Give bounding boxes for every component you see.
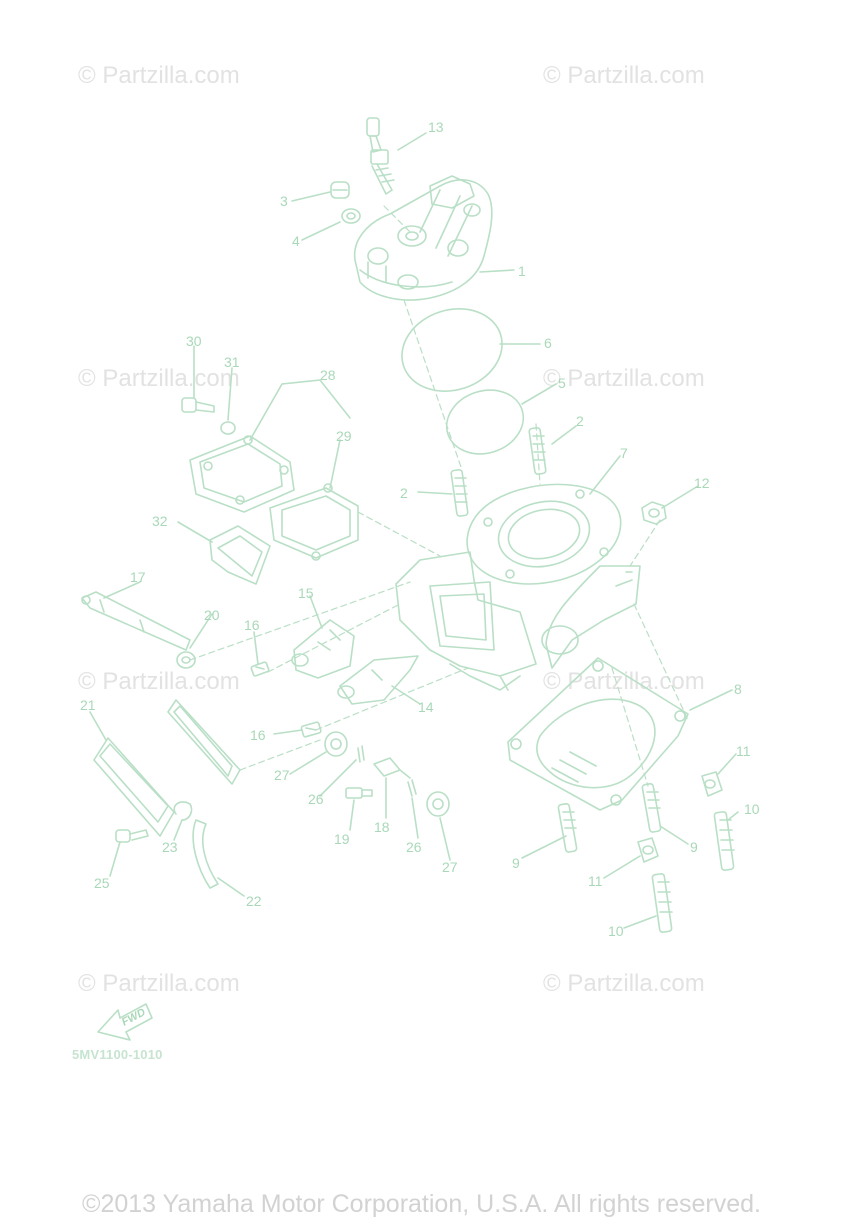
collar-part [324,731,348,757]
watermark: © Partzilla.com [78,970,240,997]
callout-27: 27 [442,859,458,875]
diagram-part-code: 5MV1100-1010 [72,1047,163,1062]
callout-27: 27 [274,767,290,783]
screw-part [300,721,322,738]
callout-28: 28 [320,367,336,383]
callout-20: 20 [204,607,220,623]
o-ring-small-part [445,389,525,455]
base-gasket-part [507,657,689,811]
callout-14: 14 [418,699,434,715]
callout-16: 16 [250,727,266,743]
bolt-part [345,787,373,799]
callout-29: 29 [336,428,352,444]
watermark: © Partzilla.com [543,62,705,89]
callout-32: 32 [152,513,168,529]
bolt-part [115,829,149,843]
cap-bolt-part [330,181,350,199]
callout-9: 9 [512,855,520,871]
cylinder-part [395,483,641,691]
pin-part [357,745,365,763]
pin-part [407,779,417,797]
clamp-part [173,801,193,821]
callout-19: 19 [334,831,350,847]
hose-part [192,819,219,889]
callout-17: 17 [130,569,146,585]
power-valve-part [337,655,419,705]
stud-bolt-part [651,873,673,933]
stud-bolt-part [641,782,662,833]
bolt-part [181,397,215,413]
callout-2: 2 [576,413,584,429]
watermark: © Partzilla.com [543,668,705,695]
nut-part [701,771,723,797]
callout-10: 10 [744,801,760,817]
watermark: © Partzilla.com [543,365,705,392]
fwd-label: FWD [120,1006,148,1028]
callout-11: 11 [736,743,751,759]
screw-part [250,661,270,677]
washer-part [341,208,361,224]
watermark: © Partzilla.com [78,365,240,392]
power-valve-part [291,619,355,679]
watermark: © Partzilla.com [78,62,240,89]
copyright-notice: ©2013 Yamaha Motor Corporation, U.S.A. A… [82,1190,761,1218]
forward-arrow-icon [97,1003,153,1041]
watermark: © Partzilla.com [543,970,705,997]
stud-bolt-part [713,811,735,871]
spark-plug-part [366,117,395,195]
callout-7: 7 [620,445,628,461]
nut-part [641,501,667,525]
callout-11: 11 [588,873,603,889]
callout-5: 5 [558,375,566,391]
callout-16: 16 [244,617,260,633]
callout-22: 22 [246,893,262,909]
callout-23: 23 [162,839,178,855]
callout-3: 3 [280,193,288,209]
nut-part [637,837,659,863]
callout-13: 13 [428,119,444,135]
callout-26: 26 [308,791,324,807]
callout-30: 30 [186,333,202,349]
callout-4: 4 [292,233,300,249]
callout-6: 6 [544,335,552,351]
callout-8: 8 [734,681,742,697]
callout-31: 31 [224,354,240,370]
exhaust-valve-part [209,525,271,585]
collar-part [426,791,450,817]
side-cover-part [93,737,175,837]
callout-18: 18 [374,819,390,835]
stud-bolt-part [528,426,547,475]
bushing-part [176,651,196,669]
callout-9: 9 [690,839,698,855]
callout-12: 12 [694,475,710,491]
o-ring-large-part [401,308,503,392]
callout-2: 2 [400,485,408,501]
stud-bolt-part [450,468,469,517]
callout-25: 25 [94,875,110,891]
callout-21: 21 [80,697,96,713]
cover-gasket-part [167,699,241,785]
stud-bolt-part [557,802,578,853]
callout-10: 10 [608,923,624,939]
valve-shaft-part [81,591,191,651]
washer-part [220,421,236,435]
bracket-part [373,757,411,779]
callout-26: 26 [406,839,422,855]
valve-cover-part [189,435,295,513]
watermark: © Partzilla.com [78,668,240,695]
cover-gasket-part [269,483,359,561]
callout-15: 15 [298,585,314,601]
cylinder-head-part [353,175,493,301]
callout-1: 1 [518,263,526,279]
